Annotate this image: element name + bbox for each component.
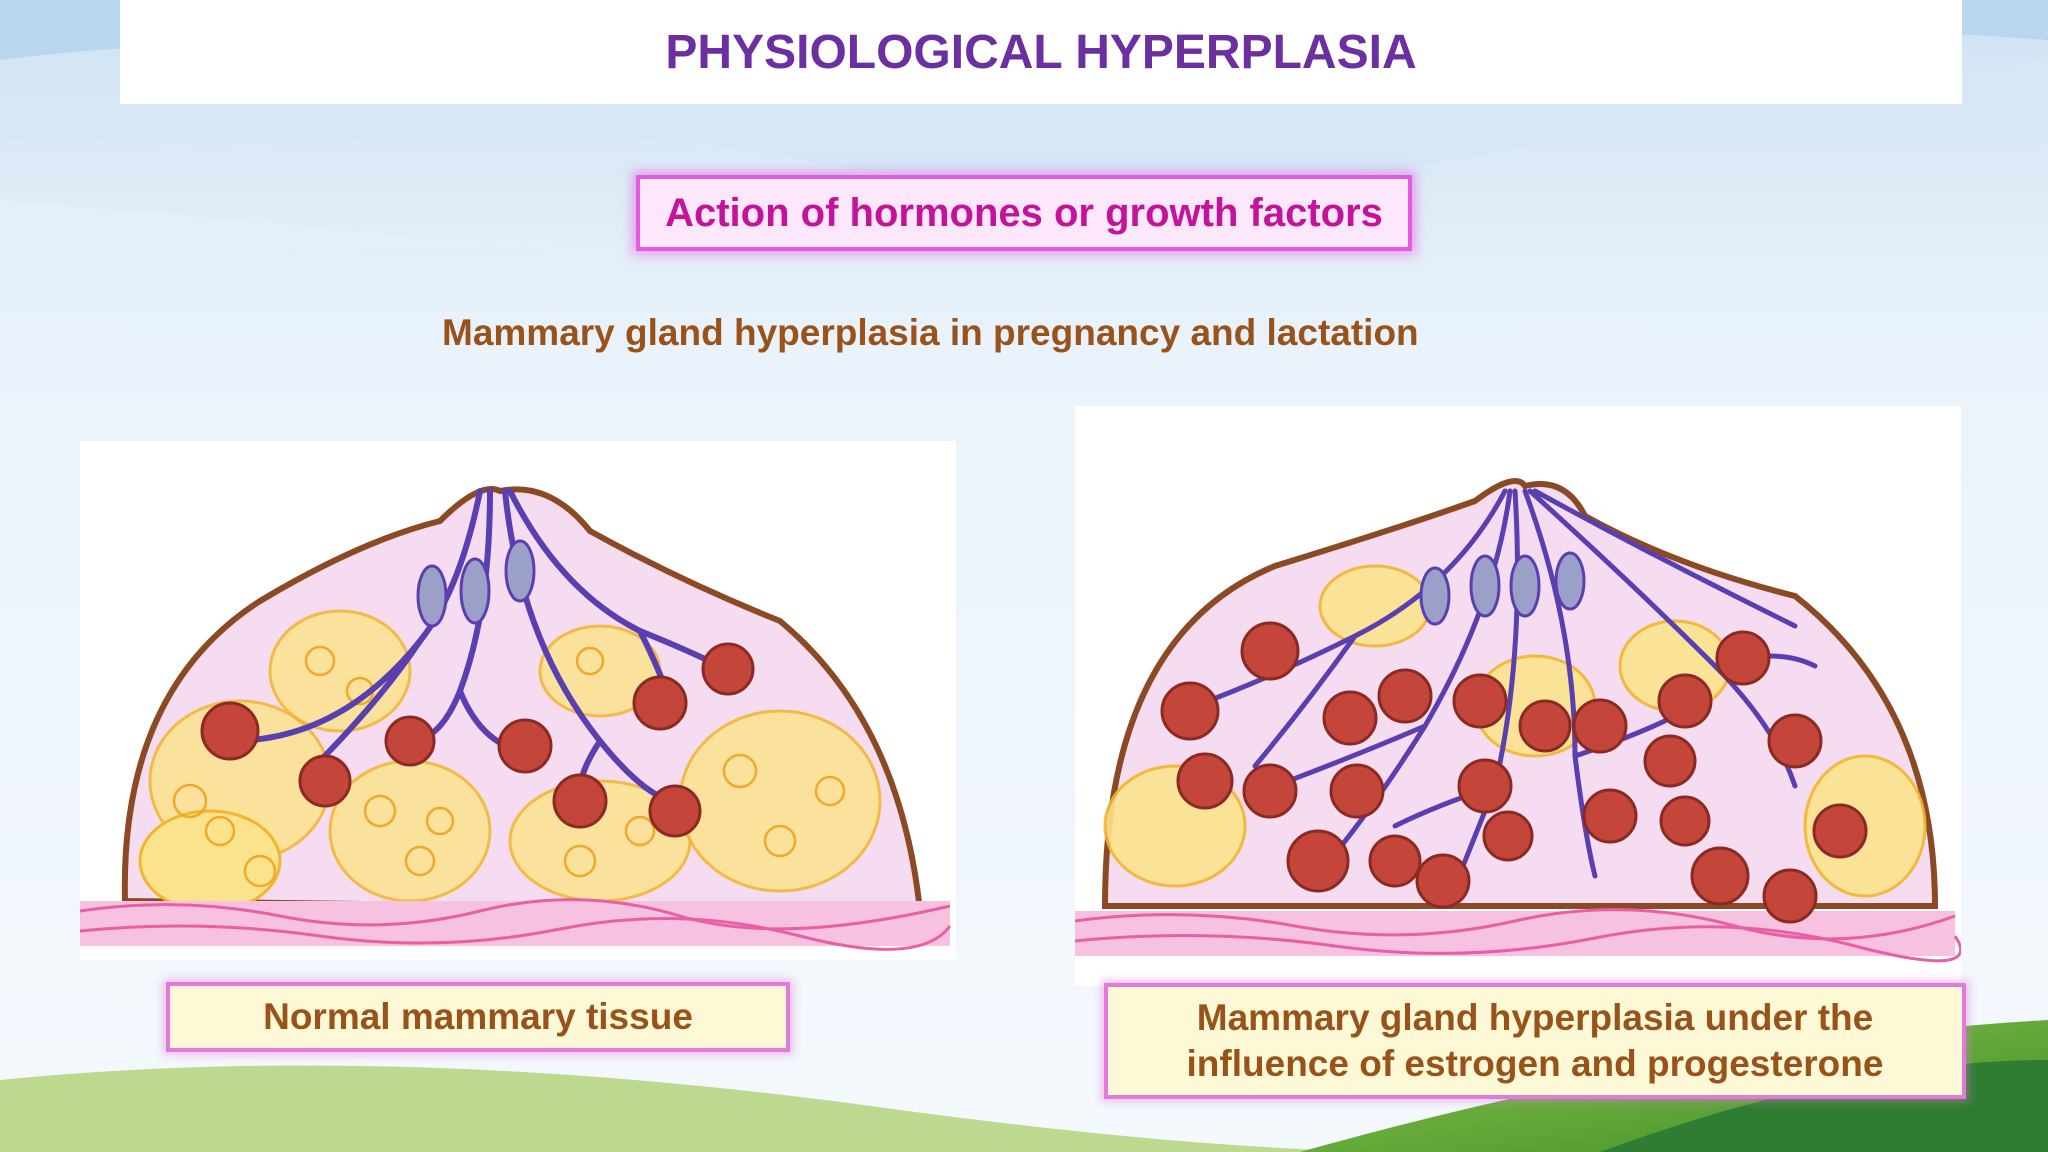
hyperplasia-mammary-tissue-panel xyxy=(1074,406,1962,986)
normal-tissue-caption: Normal mammary tissue xyxy=(166,982,790,1052)
slide-title: PHYSIOLOGICAL HYPERPLASIA xyxy=(665,25,1417,79)
normal-tissue-caption-text: Normal mammary tissue xyxy=(263,996,693,1037)
normal-mammary-tissue-drawing xyxy=(79,486,952,951)
hyperplasia-caption-line2: influence of estrogen and progesterone xyxy=(1186,1043,1884,1084)
hyperplasia-caption: Mammary gland hyperplasia under the infl… xyxy=(1104,983,1966,1099)
highlight-box: Action of hormones or growth factors xyxy=(636,175,1412,251)
normal-mammary-tissue-panel xyxy=(79,441,956,960)
hyperplasia-mammary-tissue-drawing xyxy=(1074,478,1962,963)
hyperplasia-caption-line1: Mammary gland hyperplasia under the xyxy=(1196,997,1874,1038)
subtitle: Mammary gland hyperplasia in pregnancy a… xyxy=(442,312,1419,353)
highlight-box-text: Action of hormones or growth factors xyxy=(665,190,1383,235)
title-bar: PHYSIOLOGICAL HYPERPLASIA xyxy=(120,0,1962,104)
